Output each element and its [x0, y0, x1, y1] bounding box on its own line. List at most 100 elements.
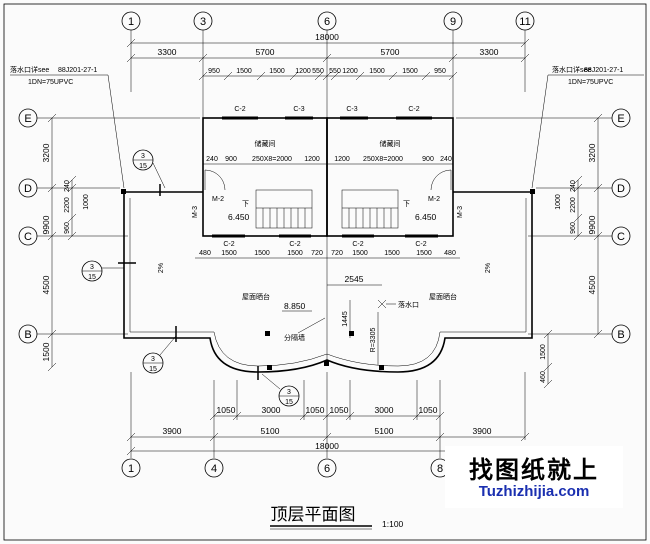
- right-axis-bubbles: E D C B: [611, 108, 631, 344]
- axis-label: B: [617, 329, 624, 341]
- slope-label: 2%: [485, 263, 492, 273]
- window-label: C-2: [223, 241, 234, 248]
- axis-label: 3: [200, 16, 206, 28]
- drain-note-right: 落水口详see 88J201-27-1 1DN=75UPVC: [531, 65, 644, 189]
- dim-text: 1500: [384, 250, 400, 257]
- room-label: 储藏间: [380, 139, 401, 148]
- window-labels-lower: C-2 C-2 C-2 C-2: [212, 234, 438, 248]
- axis-label: C: [617, 231, 625, 243]
- window-label: C-3: [293, 106, 304, 113]
- dim-text: 1500: [41, 342, 51, 361]
- dim-text: 1050: [330, 405, 349, 415]
- dim-text: 4500: [587, 275, 597, 294]
- axis-label: 1: [128, 16, 134, 28]
- axis-label: 8: [437, 463, 443, 475]
- top-dimension-row2: 950 1500 1500 1200 550 550 1200 1500 150…: [198, 68, 458, 81]
- dim-text: 900: [225, 156, 237, 163]
- dim-text: 720: [331, 250, 343, 257]
- dim-text: 460: [540, 371, 547, 383]
- dim-text: 240: [206, 156, 218, 163]
- dim-text: 240: [440, 156, 452, 163]
- dim-text: 4500: [41, 275, 51, 294]
- drawing-title: 顶层平面图: [271, 505, 356, 525]
- dim-text: 1500: [269, 68, 285, 75]
- dim-text: 18000: [315, 441, 339, 451]
- drain-hole-mark: 落水口: [377, 299, 419, 309]
- axis-label: 1: [128, 463, 134, 475]
- dim-text: 3200: [587, 143, 597, 162]
- right-dimension-bottom: 460 1500: [540, 329, 553, 389]
- dim-text: 3000: [375, 405, 394, 415]
- dim-text: 950: [434, 68, 446, 75]
- left-dimension-inner: 240 2200 960 1000: [64, 175, 90, 241]
- dim-text: 1500: [352, 250, 368, 257]
- dim-text: 550: [329, 68, 341, 75]
- axis-label: B: [24, 329, 31, 341]
- dim-text: 1200: [304, 156, 320, 163]
- detail-sheet: 15: [149, 366, 157, 373]
- detail-num: 3: [90, 264, 94, 271]
- watermark-text-cn: 找图纸就上: [469, 456, 599, 484]
- top-axis-lines: [130, 30, 526, 118]
- door-right: M-2 M-3: [428, 169, 464, 218]
- dim-text: 1000: [83, 194, 90, 210]
- detail-callout-3: 3 15: [142, 326, 177, 374]
- window-labels-top: C-2 C-3 C-3 C-2: [222, 106, 432, 120]
- dim-text: 900: [422, 156, 434, 163]
- right-dimension-inner: 240 2200 960 1000: [555, 175, 583, 241]
- detail-num: 3: [287, 389, 291, 396]
- elevation-label: 8.850: [284, 301, 306, 311]
- bottom-axis-lines: [130, 372, 526, 458]
- drawing-scale: 1:100: [382, 519, 404, 529]
- terrace-label: 屋面晒台: [242, 292, 270, 301]
- drain-pipe: 1DN=75UPVC: [28, 79, 73, 86]
- divider-label: 分隔墙: [284, 333, 305, 342]
- dim-text: 5700: [256, 47, 275, 57]
- window-label: C-2: [234, 106, 245, 113]
- dim-text: 1500: [369, 68, 385, 75]
- dim-text: 9900: [587, 215, 597, 234]
- dim-text: 950: [208, 68, 220, 75]
- dim-text: 1050: [306, 405, 325, 415]
- window-label: C-3: [346, 106, 357, 113]
- dim-text: 18000: [315, 32, 339, 42]
- dim-text: 1200: [342, 68, 358, 75]
- detail-sheet: 15: [285, 399, 293, 406]
- axis-label: E: [24, 113, 31, 125]
- drain-note-left: 落水口详see 88J201-27-1 1DN=75UPVC: [10, 65, 125, 189]
- dim-text: 550: [312, 68, 324, 75]
- dim-text: 240: [64, 180, 71, 192]
- dim-text: 960: [64, 222, 71, 234]
- dim-text: 1500: [416, 250, 432, 257]
- axis-label: 11: [519, 16, 530, 28]
- left-axis-bubbles: E D C B: [18, 108, 38, 344]
- drawing-border: [3, 3, 647, 541]
- top-dimension-total: 18000: [126, 32, 530, 48]
- window-label: C-2: [408, 106, 419, 113]
- top-dimension-row1: 3300 5700 5700 3300: [126, 47, 530, 63]
- drain-hole-label: 落水口: [398, 300, 419, 309]
- dim-text: 480: [199, 250, 211, 257]
- drain-pipe: 1DN=75UPVC: [568, 79, 613, 86]
- dim-text: 2200: [570, 197, 577, 213]
- bottom-dimension-row1: 1050 3000 1050 1050 3000 1050: [209, 405, 445, 421]
- stair-left: 下: [242, 189, 313, 229]
- axis-label: 6: [324, 16, 330, 28]
- detail-num: 3: [151, 356, 155, 363]
- stair-down-label: 下: [242, 200, 249, 208]
- dim-text: 3200: [41, 143, 51, 162]
- detail-sheet: 15: [88, 274, 96, 281]
- dim-text: 3300: [158, 47, 177, 57]
- dim-text: 1445: [342, 311, 349, 327]
- dim-text: 5700: [381, 47, 400, 57]
- axis-label: 9: [450, 16, 456, 28]
- bottom-axis-bubbles: 1 4 6 8: [121, 458, 450, 478]
- window-label: C-2: [415, 241, 426, 248]
- bottom-dimension-row2: 3900 5100 5100 3900: [126, 426, 530, 442]
- window-label: C-2: [289, 241, 300, 248]
- elevation-label: 6.450: [228, 212, 250, 222]
- dim-text: 1050: [419, 405, 438, 415]
- dim-text: 1500: [236, 68, 252, 75]
- inner-dimension-1445: 1445: [342, 300, 351, 338]
